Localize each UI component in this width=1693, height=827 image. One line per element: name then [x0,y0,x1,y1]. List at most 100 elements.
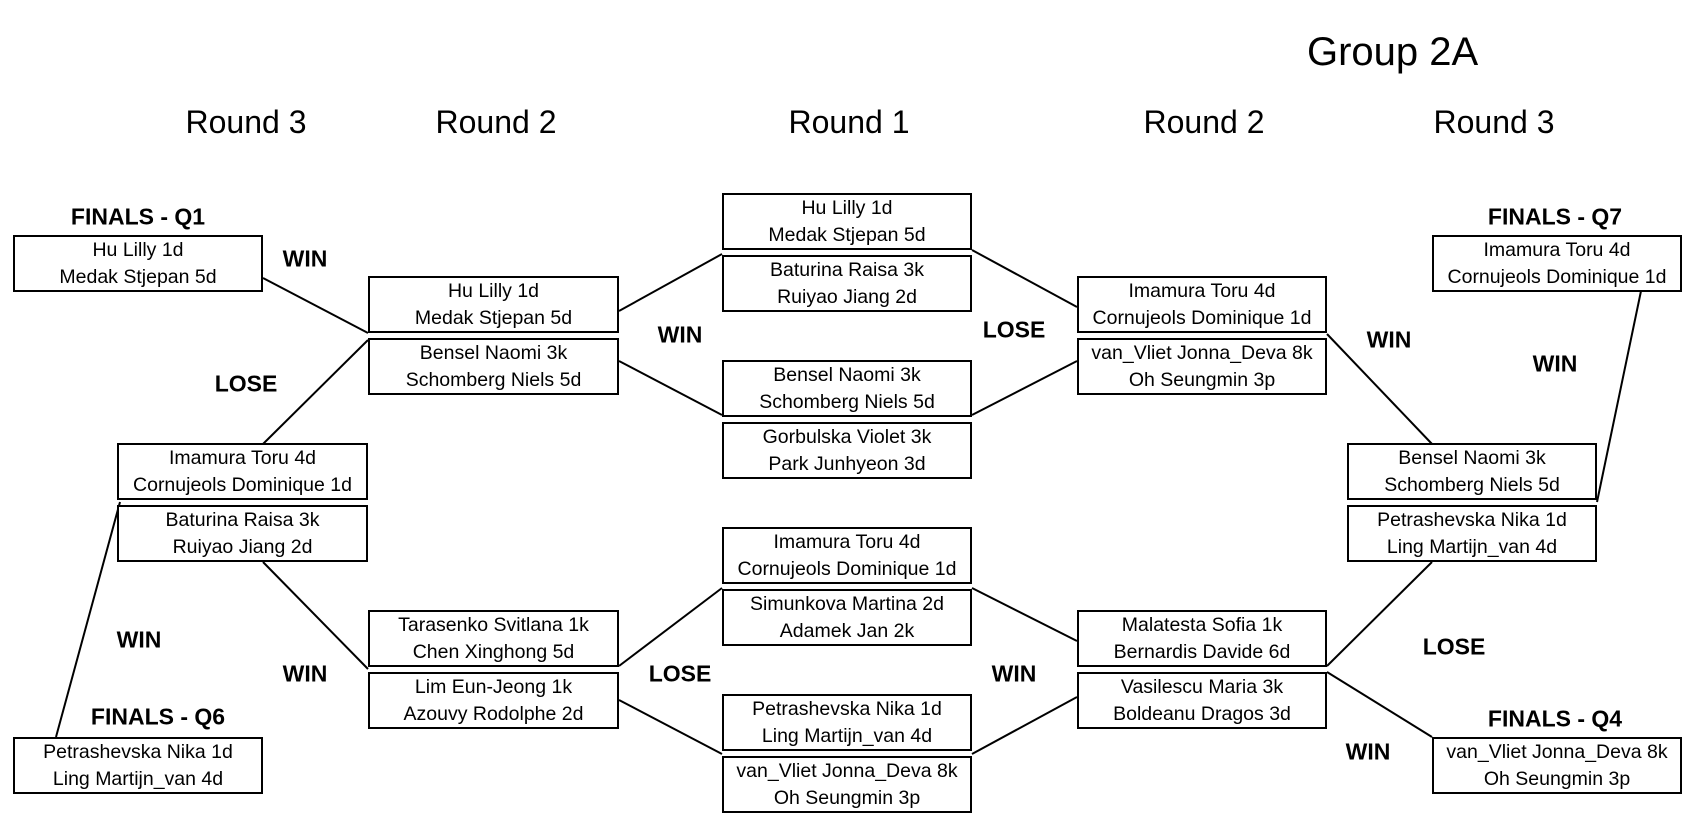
player-name: Adamek Jan 2k [779,619,915,642]
player-name: Hu Lilly 1d [447,279,540,302]
match-box-round1: Imamura Toru 4d Cornujeols Dominique 1d [722,527,972,584]
player-name: Cornujeols Dominique 1d [737,557,957,580]
result-label-lose: LOSE [982,316,1046,343]
match-box-round1: Gorbulska Violet 3k Park Junhyeon 3d [722,422,972,479]
player-name: Gorbulska Violet 3k [762,425,932,448]
player-name: Schomberg Niels 5d [1384,473,1560,496]
match-box-left-r3: Imamura Toru 4d Cornujeols Dominique 1d [117,443,368,500]
connector-line [618,253,723,312]
connector-line [618,699,723,755]
player-name: Ruiyao Jiang 2d [777,285,917,308]
match-box-finals-q7: Imamura Toru 4d Cornujeols Dominique 1d [1432,235,1682,292]
connector-line [55,501,121,738]
connector-line [618,360,723,416]
finals-label-q1: FINALS - Q1 [70,203,206,230]
match-box-right-r2: Vasilescu Maria 3k Boldeanu Dragos 3d [1077,672,1327,729]
player-name: Imamura Toru 4d [1128,279,1276,302]
player-name: Petrashevska Nika 1d [1377,508,1567,531]
connector-line [1326,333,1433,445]
player-name: Oh Seungmin 3p [1128,368,1276,391]
player-name: Azouvy Rodolphe 2d [403,702,584,725]
player-name: Simunkova Martina 2d [749,592,944,615]
player-name: Malatesta Sofia 1k [1121,613,1283,636]
player-name: Tarasenko Svitlana 1k [398,613,589,636]
match-box-left-r3: Baturina Raisa 3k Ruiyao Jiang 2d [117,505,368,562]
connector-line [1326,561,1433,667]
player-name: van_Vliet Jonna_Deva 8k [1091,341,1313,364]
player-name: Bensel Naomi 3k [419,341,568,364]
player-name: Oh Seungmin 3p [773,786,921,809]
match-box-round1: Hu Lilly 1d Medak Stjepan 5d [722,193,972,250]
player-name: Lim Eun-Jeong 1k [414,675,573,698]
player-name: Imamura Toru 4d [1483,238,1631,261]
connector-line [262,277,369,334]
player-name: Cornujeols Dominique 1d [1447,265,1667,288]
connector-line [971,360,1078,416]
player-name: Chen Xinghong 5d [412,640,575,663]
player-name: Baturina Raisa 3k [770,258,924,281]
player-name: Bensel Naomi 3k [773,363,921,386]
player-name: Boldeanu Dragos 3d [1113,702,1291,725]
round-header-right-3: Round 3 [1433,104,1555,140]
player-name: Hu Lilly 1d [92,238,184,261]
player-name: Hu Lilly 1d [801,196,893,219]
player-name: Cornujeols Dominique 1d [133,473,352,496]
result-label-win: WIN [1532,350,1578,377]
player-name: Park Junhyeon 3d [768,452,926,475]
player-name: Bernardis Davide 6d [1113,640,1291,663]
connector-line [971,249,1078,308]
result-label-win: WIN [282,245,328,272]
player-name: van_Vliet Jonna_Deva 8k [1446,740,1668,763]
round-header-right-2: Round 2 [1143,104,1265,140]
connector-line [1326,671,1433,738]
match-box-right-r3: Petrashevska Nika 1d Ling Martijn_van 4d [1347,505,1597,562]
player-name: Petrashevska Nika 1d [752,697,942,720]
player-name: Ling Martijn_van 4d [52,767,224,790]
result-label-lose: LOSE [1422,633,1486,660]
connector-line [971,696,1078,755]
result-label-win: WIN [1345,738,1391,765]
match-box-right-r2: Imamura Toru 4d Cornujeols Dominique 1d [1077,276,1327,333]
player-name: Medak Stjepan 5d [414,306,573,329]
player-name: Schomberg Niels 5d [405,368,582,391]
player-name: Oh Seungmin 3p [1483,767,1631,790]
player-name: Imamura Toru 4d [773,530,921,553]
player-name: Baturina Raisa 3k [165,508,320,531]
match-box-round1: Bensel Naomi 3k Schomberg Niels 5d [722,360,972,417]
finals-label-q4: FINALS - Q4 [1487,705,1623,732]
result-label-lose: LOSE [648,660,712,687]
finals-label-q6: FINALS - Q6 [90,703,226,730]
player-name: Cornujeols Dominique 1d [1092,306,1312,329]
player-name: Ling Martijn_van 4d [1386,535,1558,558]
player-name: Petrashevska Nika 1d [43,740,233,763]
player-name: Imamura Toru 4d [168,446,317,469]
match-box-right-r2: Malatesta Sofia 1k Bernardis Davide 6d [1077,610,1327,667]
player-name: van_Vliet Jonna_Deva 8k [736,759,958,782]
match-box-finals-q1: Hu Lilly 1d Medak Stjepan 5d [13,235,263,292]
group-title: Group 2A [1307,30,1479,74]
player-name: Vasilescu Maria 3k [1120,675,1284,698]
result-label-win: WIN [991,660,1037,687]
match-box-round1: Petrashevska Nika 1d Ling Martijn_van 4d [722,694,972,751]
result-label-win: WIN [657,321,703,348]
connector-line [262,561,369,670]
match-box-round1: van_Vliet Jonna_Deva 8k Oh Seungmin 3p [722,756,972,813]
connector-line [262,339,369,445]
match-box-finals-q4: van_Vliet Jonna_Deva 8k Oh Seungmin 3p [1432,737,1682,794]
connector-line [618,587,723,667]
round-header-center-1: Round 1 [788,104,910,140]
match-box-left-r2: Lim Eun-Jeong 1k Azouvy Rodolphe 2d [368,672,619,729]
match-box-right-r2: van_Vliet Jonna_Deva 8k Oh Seungmin 3p [1077,338,1327,395]
connector-line [971,587,1078,642]
result-label-win: WIN [282,660,328,687]
player-name: Schomberg Niels 5d [759,390,935,413]
connector-line [1596,290,1642,503]
result-label-lose: LOSE [214,370,278,397]
match-box-left-r2: Tarasenko Svitlana 1k Chen Xinghong 5d [368,610,619,667]
player-name: Ling Martijn_van 4d [761,724,933,747]
round-header-left-3: Round 3 [185,104,307,140]
result-label-win: WIN [1366,326,1412,353]
player-name: Medak Stjepan 5d [59,265,217,288]
